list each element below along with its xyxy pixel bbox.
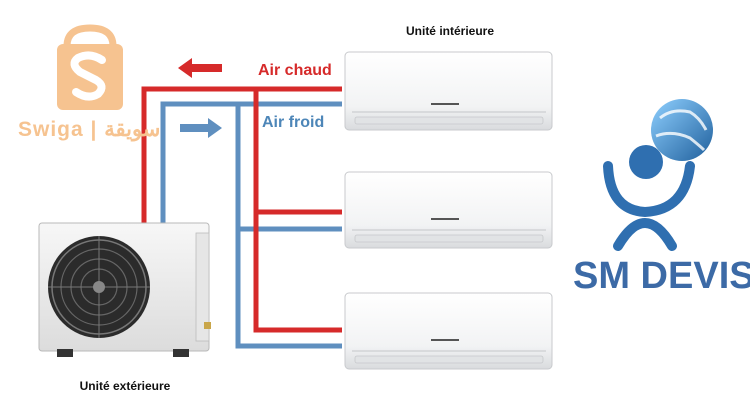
swiga-bag-icon (57, 24, 123, 110)
indoor-unit-1 (344, 51, 553, 131)
outdoor-unit-label: Unité extérieure (79, 379, 171, 393)
swiga-brand-text: Swiga | سويقة (18, 118, 161, 141)
hot-air-label: Air chaud (258, 62, 332, 79)
sm-devis-logo-icon (603, 99, 713, 251)
outdoor-unit (38, 222, 211, 357)
indoor-unit-2 (344, 171, 553, 249)
cold-air-label: Air froid (262, 114, 325, 131)
indoor-unit-label: Unité intérieure (405, 24, 495, 38)
hot-air-pipes (141, 86, 342, 333)
cold-air-arrow-icon (180, 118, 222, 138)
hot-air-arrow-icon (178, 58, 222, 78)
sm-devis-brand-text: SM DEVIS (573, 255, 750, 297)
indoor-unit-3 (344, 292, 553, 370)
